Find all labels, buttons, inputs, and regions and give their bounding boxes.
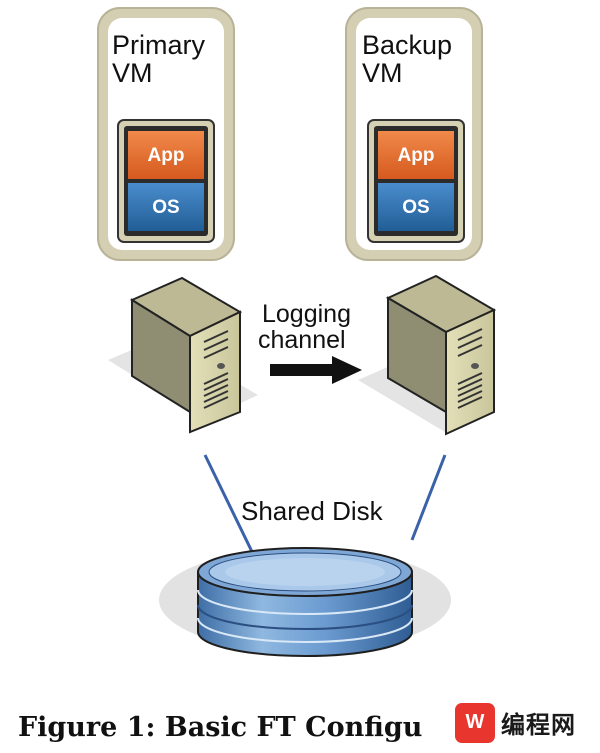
primary-os-label: OS [152, 197, 179, 218]
watermark: W 编程网 [455, 700, 595, 745]
shared-disk-label: Shared Disk [241, 496, 384, 526]
primary-server-icon [108, 276, 258, 434]
primary-app-block [128, 131, 204, 179]
logging-arrow-icon [270, 356, 362, 384]
backup-vm: Backup VM App OS [345, 7, 483, 261]
primary-vm: Primary VM App OS [97, 7, 235, 261]
backup-vm-title-line1: Backup [362, 30, 452, 60]
logging-label-line2: channel [258, 326, 346, 354]
backup-disk-link [410, 454, 447, 541]
figure-caption: Figure 1: Basic FT Configu [18, 712, 423, 743]
backup-app-label: App [398, 145, 435, 166]
primary-vm-title-line2: VM [112, 58, 153, 88]
backup-app-block [378, 131, 454, 179]
backup-os-block [378, 183, 454, 231]
backup-os-label: OS [402, 197, 429, 218]
primary-vm-title-line1: Primary [112, 30, 205, 60]
logging-label-line1: Logging [262, 300, 351, 328]
primary-disk-link [203, 454, 258, 561]
primary-app-label: App [148, 145, 185, 166]
watermark-text: 编程网 [501, 711, 576, 739]
watermark-logo: W [455, 702, 495, 743]
primary-os-block [128, 183, 204, 231]
backup-vm-title-line2: VM [362, 58, 403, 88]
shared-disk-icon [159, 547, 451, 657]
backup-server-icon [358, 274, 497, 436]
